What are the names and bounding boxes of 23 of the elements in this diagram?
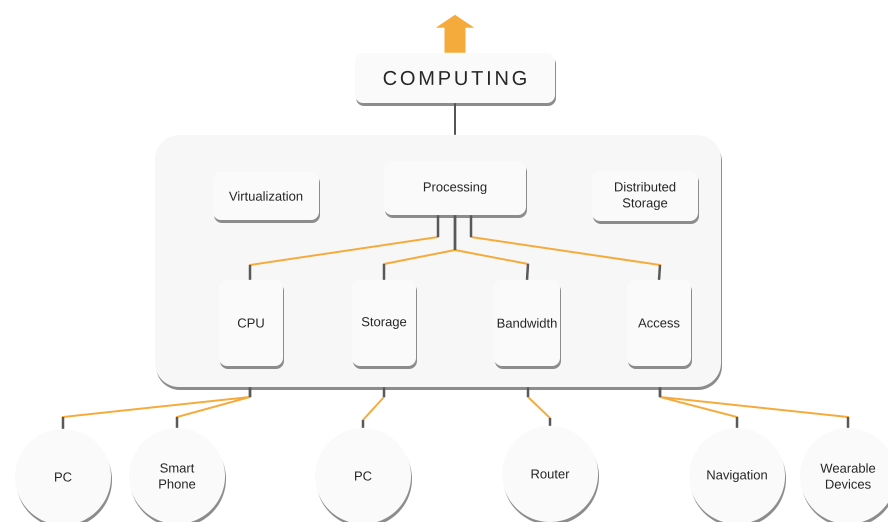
- connector: [176, 387, 252, 428]
- process-box: Distributed Storage: [592, 171, 699, 224]
- connector: [454, 103, 456, 135]
- connector: [526, 387, 552, 426]
- title-box: COMPUTING: [355, 53, 556, 106]
- connector: [470, 215, 662, 280]
- connector: [454, 215, 530, 280]
- connector: [362, 387, 386, 428]
- circle-node: Smart Phone: [129, 428, 226, 522]
- circle-node: Navigation: [689, 428, 786, 522]
- circle-node: PC: [315, 428, 412, 522]
- connector: [658, 387, 850, 428]
- connector: [248, 215, 440, 280]
- circle-node: PC: [15, 429, 112, 522]
- process-box: Bandwidth: [494, 280, 561, 369]
- process-box: Processing: [384, 161, 527, 218]
- process-box: Virtualization: [213, 172, 320, 223]
- node-label: Wearable Devices: [820, 463, 876, 489]
- circle-node: Wearable Devices: [800, 428, 888, 522]
- process-box: CPU: [219, 280, 284, 369]
- process-box: Access: [627, 280, 692, 369]
- circle-node: Router: [502, 426, 599, 522]
- process-box: Storage: [352, 280, 417, 369]
